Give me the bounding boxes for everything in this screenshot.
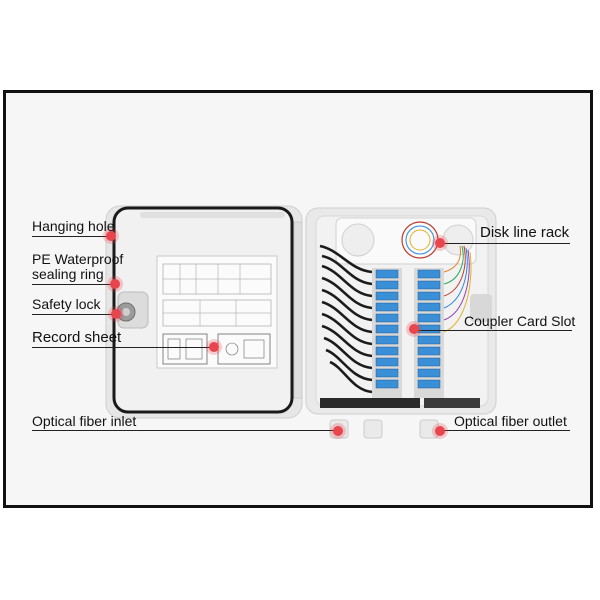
enclosure-base: [305, 207, 497, 415]
label-coupler-card-slot: Coupler Card Slot: [464, 313, 576, 329]
safety-lock-marker: [111, 309, 121, 319]
safety-lock-icon: [116, 291, 149, 329]
callout-line: [414, 330, 572, 331]
callout-line: [32, 430, 338, 431]
label-disk-line-rack: Disk line rack: [480, 224, 570, 241]
enclosure-door: [105, 205, 303, 419]
label-hanging-hole: Hanging hole: [32, 218, 115, 234]
callout-line: [32, 284, 116, 285]
label-optical-fiber-inlet: Optical fiber inlet: [32, 413, 137, 429]
callout-line: [32, 236, 116, 237]
fiber-cables: [319, 244, 373, 394]
fiber-outlet-marker: [435, 426, 445, 436]
sealing-ring-marker: [110, 279, 120, 289]
fiber-inlet-marker: [333, 426, 343, 436]
hanging-hole-marker: [106, 231, 116, 241]
callout-line: [440, 430, 570, 431]
disk-line-rack-marker: [435, 238, 445, 248]
record-sheet-marker: [209, 342, 219, 352]
label-sealing-ring: sealing ring: [32, 266, 104, 282]
record-sheet: [156, 255, 278, 369]
label-safety-lock: Safety lock: [32, 296, 101, 312]
callout-line: [440, 243, 570, 244]
fiber-ports: [320, 398, 480, 408]
callout-line: [32, 314, 116, 315]
label-pe-waterproof: PE Waterproof: [32, 251, 124, 267]
disk-line-rack: [335, 217, 477, 265]
cable-glands: [329, 419, 439, 439]
label-record-sheet: Record sheet: [32, 329, 122, 346]
label-optical-fiber-outlet: Optical fiber outlet: [454, 413, 567, 429]
callout-line: [32, 347, 214, 348]
coupler-card-slot-marker: [409, 324, 419, 334]
coupler-card-slot: [372, 245, 472, 398]
